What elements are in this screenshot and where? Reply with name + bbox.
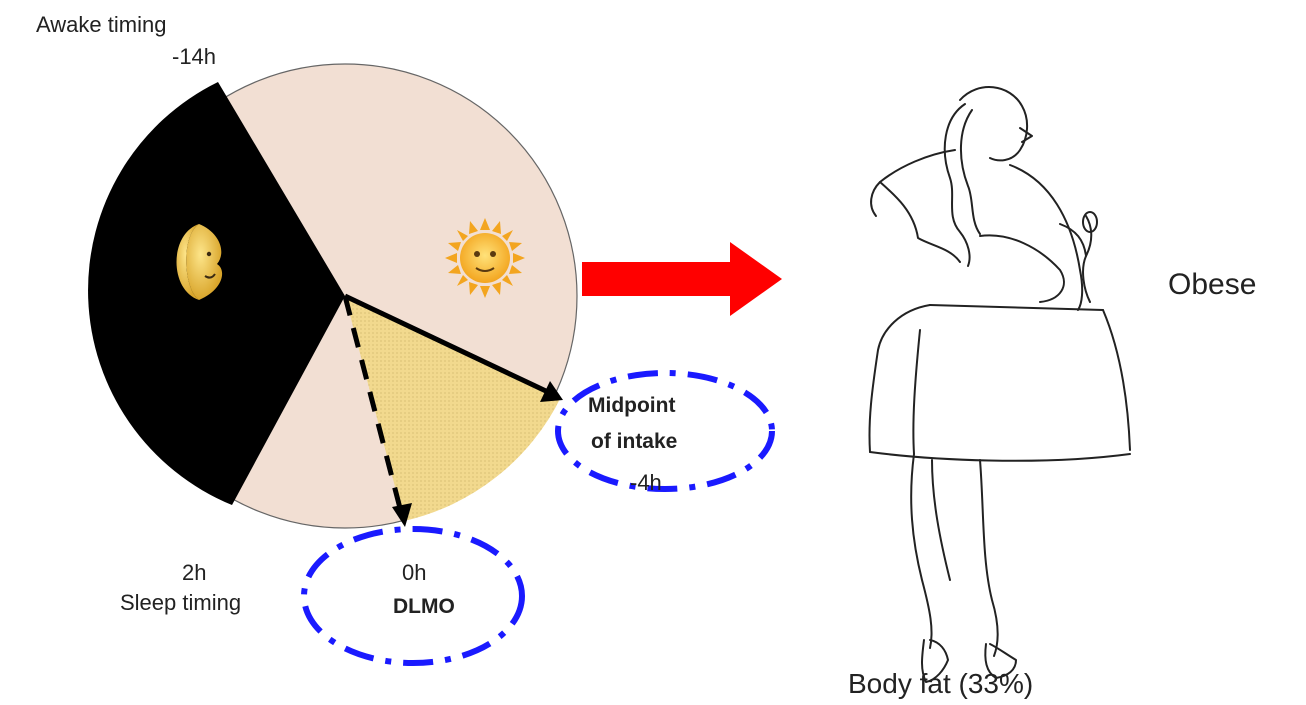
dlmo-hours-label: 0h [402,560,426,586]
midpoint-hours-label: -4h [630,470,662,496]
sun-icon [445,218,525,298]
figure-illustration [869,87,1130,682]
body-fat-label: Body fat (33%) [848,668,1033,700]
circadian-clock [88,64,577,528]
arrow-icon [582,242,782,316]
awake-timing-label: Awake timing [36,12,166,38]
obese-label: Obese [1168,268,1256,302]
midpoint-label-line2: of intake [591,430,677,454]
awake-hours-label: -14h [172,44,216,70]
midpoint-label-line1: Midpoint [588,394,675,418]
dlmo-label: DLMO [393,595,455,619]
sleep-timing-label: Sleep timing [120,590,241,616]
sleep-hours-label: 2h [182,560,206,586]
